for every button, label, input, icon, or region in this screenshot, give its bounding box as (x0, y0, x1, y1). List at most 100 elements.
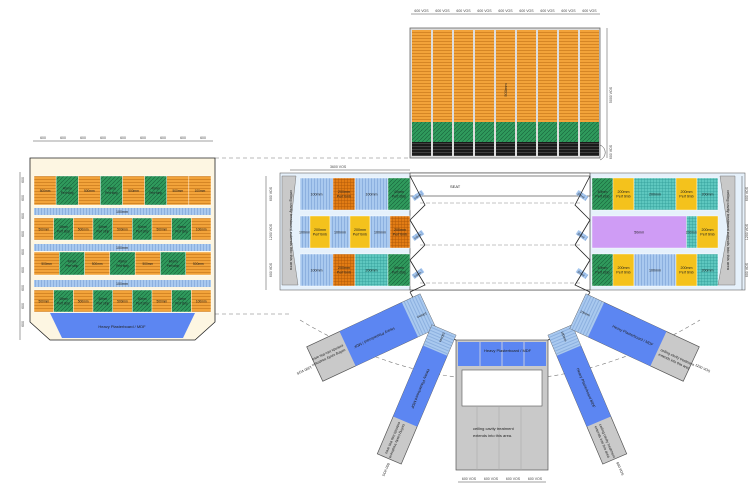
dimension-label: 600 (140, 136, 146, 140)
cell-label: Perf strip (61, 191, 74, 195)
dimension-label: 600 VOS (561, 9, 576, 13)
joint-label: 100mm (414, 271, 423, 278)
cell-label: 500mm (157, 228, 168, 232)
cell-label: 200mm (618, 190, 630, 194)
cell-label: 40mm (138, 297, 147, 301)
orange-perf-timber (389, 215, 411, 249)
wing-strip (401, 294, 437, 337)
orange-absorber-column (412, 30, 431, 122)
wing-strip-label: 100mm (416, 311, 428, 319)
blue-strip-panel (299, 253, 334, 287)
dimension-label: 600 (120, 136, 126, 140)
cell-label: Perf strip (595, 271, 609, 275)
dimension-label: 600 VOS (269, 186, 273, 201)
dimension-label: 600 VOS (582, 9, 597, 13)
dimension-label: 600 VOS (477, 9, 492, 13)
cell-label: 200mm (338, 266, 350, 270)
cell-label: 500mm (92, 262, 103, 266)
cell-label: 200mm (618, 266, 630, 270)
yellow-perf-timber (696, 215, 719, 249)
cell-label: 100mm (311, 193, 323, 197)
right-gray-text: ceiling cavity treatment extends into th… (726, 190, 731, 271)
wing-strip-label: 100mm (579, 309, 591, 317)
cell-label: 40mm (59, 297, 68, 301)
cell-label: 200mm (338, 190, 350, 194)
cell-label: Perf strip (96, 230, 109, 234)
cell-label: 200mm (314, 228, 326, 232)
dimension-label: 600 (200, 136, 206, 140)
cell-label: Perf strip (57, 230, 70, 234)
cell-label: Perf strip (96, 302, 109, 306)
cell-label: 500mm (157, 300, 168, 304)
cell-label: Perf strip (167, 264, 180, 268)
orange-absorber-column (559, 30, 578, 122)
cell-label: Perf strip (105, 191, 118, 195)
cell-label: 100mm (649, 269, 661, 273)
green-perf-strip (538, 122, 557, 142)
cell-label: 500mm (84, 189, 95, 193)
cell-label: 500mm (78, 300, 89, 304)
dimension-label: 600 (21, 249, 25, 255)
dimension-label: 600 VOS (435, 9, 450, 13)
black-panel (538, 142, 557, 156)
black-panel (475, 142, 494, 156)
dimension-label: 600 (80, 136, 86, 140)
cell-label: 40mm (598, 266, 608, 270)
cell-label: 200mm (686, 231, 698, 235)
cell-label: 100mm (366, 193, 378, 197)
green-perf-strip (496, 122, 515, 142)
cell-label: 500mm (172, 189, 183, 193)
wing-strip-label: 100mm (560, 331, 568, 343)
cell-label: 40mm (394, 190, 404, 194)
teal-panel (354, 253, 389, 287)
blue-strip-panel (354, 177, 389, 211)
dimension-label: 600 VOS (528, 477, 543, 481)
center-top-dim: 3600 VOS (330, 165, 347, 169)
dimension-label: 600 VOS (456, 9, 471, 13)
strip-label: 100mm (116, 282, 128, 286)
cell-label: 40mm (118, 260, 127, 264)
cell-label: Perf strip (175, 302, 188, 306)
dimension-label: 600 VOS (269, 262, 273, 277)
cell-label: 40mm (177, 297, 186, 301)
orange-absorber-column (580, 30, 599, 122)
cell-label: 200mm (394, 228, 406, 232)
cell-label: 40mm (98, 297, 107, 301)
cell-label: 100mm (196, 228, 207, 232)
cell-label: Perf strip (175, 230, 188, 234)
orange-absorber-column (517, 30, 536, 122)
dimension-label: 600 VOS (519, 9, 534, 13)
cell-label: 40mm (151, 187, 160, 191)
dimension-label: 600 VOS (745, 262, 749, 277)
dimension-label: 600 (21, 177, 25, 183)
black-panel (433, 142, 452, 156)
bottom-center-gray-line1: ceiling cavity treatment (473, 426, 515, 431)
strip-label: 100mm (116, 210, 128, 214)
green-perf-strip (475, 122, 494, 142)
bottom-center-panel: Heavy Plasterboard / MDF ceiling cavity … (409, 291, 591, 483)
dimension-label: 600 (40, 136, 46, 140)
cell-label: Perf timb (616, 195, 630, 199)
cell-label: 500mm (78, 228, 89, 232)
cell-label: 100mm (374, 231, 386, 235)
wing-strip (423, 325, 456, 356)
top-side-dim: 5000 VOS (609, 86, 613, 103)
orange-absorber-column (433, 30, 452, 122)
black-panel (559, 142, 578, 156)
blue-strip-band (34, 244, 211, 251)
teal-panel (696, 177, 719, 211)
cell-label: Perf timb (337, 271, 351, 275)
orange-panel (191, 289, 212, 313)
cell-label: 200mm (681, 190, 693, 194)
dimension-label: 600 VOS (484, 477, 499, 481)
bottom-center-plaster-label: Heavy Plasterboard / MDF (484, 348, 532, 353)
cell-label: 500mm (39, 228, 50, 232)
cell-label: 500mm (41, 262, 52, 266)
cell-label: Perf strip (136, 302, 149, 306)
cell-label: 500mm (128, 189, 139, 193)
green-perf-strip (454, 122, 473, 142)
black-panel (412, 142, 431, 156)
